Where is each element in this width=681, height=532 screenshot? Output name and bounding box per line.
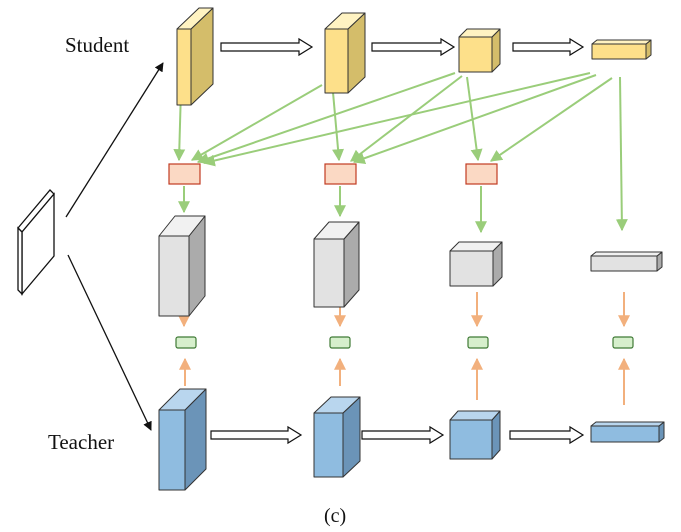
adapted-feature-1 [158,215,206,317]
student-feature-2 [324,12,366,94]
student-feature-blocks [176,7,652,106]
distillation-loss-boxes [175,336,634,349]
teacher-feature-2 [313,396,361,478]
student-feature-1 [176,7,214,106]
teacher-feature-4 [590,421,665,443]
adapter-box [465,163,498,185]
teacher-feature-1 [158,388,207,491]
student-stage-arrows [220,37,585,57]
adapter-box [168,163,201,185]
student-to-adapter-arrows [173,72,628,232]
adapted-feature-3 [449,241,503,287]
input-to-student-arrow [65,62,164,218]
adapter-to-feature-arrows [178,186,487,234]
loss-box [329,336,351,349]
adapted-feature-blocks [158,215,663,317]
input-image [17,189,55,296]
teacher-stage-arrows [210,425,585,445]
adapted-feature-4 [590,251,663,272]
adapted-feature-2 [313,221,360,308]
loss-box [175,336,197,349]
adapter-boxes [168,163,498,185]
caption-label: (c) [324,505,347,527]
teacher-feature-blocks [158,388,665,491]
student-feature-4 [591,39,652,60]
student-feature-3 [458,28,501,73]
teacher-feature-3 [449,410,501,460]
student-label: Student [65,33,130,57]
teacher-label: Teacher [48,430,115,454]
loss-box [612,336,634,349]
feature-to-loss-arrows [178,292,630,328]
loss-box [467,336,489,349]
teacher-to-loss-arrows [179,357,630,405]
adapter-box [324,163,357,185]
input-to-teacher-arrow [67,254,152,431]
